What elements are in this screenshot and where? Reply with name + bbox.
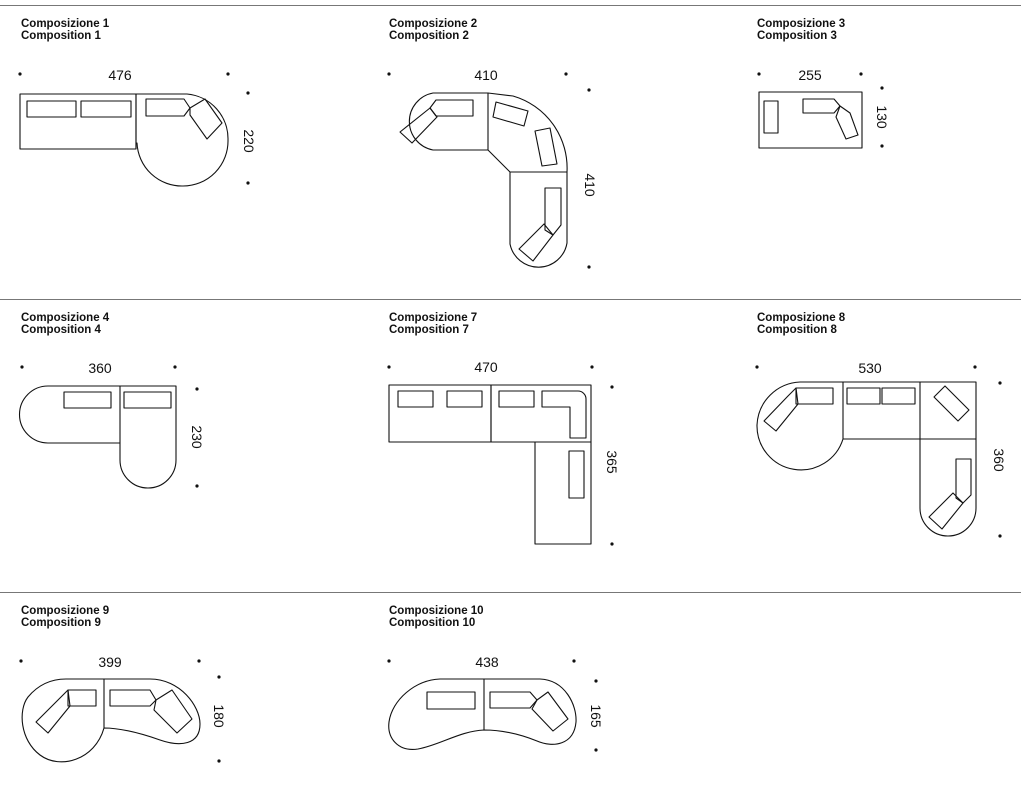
composition-3-title-en: Composition 3 (757, 30, 837, 42)
composition-10-width-label: 438 (475, 654, 499, 670)
composition-3-title: Composizione 3 Composition 3 (757, 18, 845, 42)
composition-8-plan: 530 360 (755, 360, 1007, 538)
composition-9-width-label: 399 (98, 654, 122, 670)
composition-9-depth-label: 180 (211, 704, 227, 728)
composition-1-dimension-marks: 476 220 (18, 67, 257, 185)
row-divider-1 (0, 299, 1021, 300)
top-divider (0, 5, 1021, 6)
composition-3-depth-label: 130 (874, 105, 890, 129)
composition-2-title-it: Composizione 2 (389, 18, 478, 30)
composition-8-dimension-marks: 530 360 (755, 360, 1007, 538)
composition-10-depth-label: 165 (588, 704, 604, 728)
composition-4-title-en: Composition 4 (21, 324, 101, 336)
composition-7-width-label: 470 (474, 359, 498, 375)
composition-2-dimension-marks: 410 410 (387, 67, 598, 269)
composition-2-plan: 410 410 (387, 67, 598, 269)
composition-7-plan: 470 365 (387, 359, 620, 546)
composition-4-width-label: 360 (88, 360, 112, 376)
composition-9-title-it: Composizione 9 (21, 605, 110, 617)
composition-7-dimension-marks: 470 365 (387, 359, 620, 546)
composition-10-title: Composizione 10 Composition 10 (389, 605, 484, 629)
composition-8-sofa-outline (756, 381, 977, 537)
composition-10-plan: 438 165 (387, 654, 604, 752)
composition-10-sofa-outline (388, 678, 577, 750)
composition-8-title-en: Composition 8 (757, 324, 837, 336)
composition-10-title-it: Composizione 10 (389, 605, 484, 617)
composition-7-depth-label: 365 (604, 450, 620, 474)
composition-2-title-en: Composition 2 (389, 30, 469, 42)
composition-10-dimension-marks: 438 165 (387, 654, 604, 752)
composition-1-title-it: Composizione 1 (21, 18, 110, 30)
composition-2-sofa-outline (399, 92, 568, 268)
composition-7-title: Composizione 7 Composition 7 (389, 312, 477, 336)
composition-9-plan: 399 180 (19, 654, 227, 763)
composition-1-title-en: Composition 1 (21, 30, 101, 42)
composition-2-depth-label: 410 (582, 173, 598, 197)
composition-7-title-en: Composition 7 (389, 324, 469, 336)
composition-3-width-label: 255 (798, 67, 822, 83)
composition-1-plan: 476 220 (18, 67, 257, 187)
composition-9-dimension-marks: 399 180 (19, 654, 227, 763)
composition-4-plan: 360 230 (19, 360, 205, 489)
composition-8-depth-label: 360 (991, 448, 1007, 472)
composition-4-sofa-outline (19, 385, 177, 489)
composition-8-title-it: Composizione 8 (757, 312, 846, 324)
composition-4-title: Composizione 4 Composition 4 (21, 312, 109, 336)
composition-3-sofa-outline (758, 91, 863, 149)
composition-9-sofa-outline (21, 678, 201, 763)
composition-7-sofa-outline (388, 384, 592, 545)
composition-4-title-it: Composizione 4 (21, 312, 110, 324)
composition-3-plan: 255 130 (757, 67, 890, 149)
composition-4-dimension-marks: 360 230 (20, 360, 205, 488)
composition-8-title: Composizione 8 Composition 8 (757, 312, 845, 336)
row-divider-2 (0, 592, 1021, 593)
composition-7-title-it: Composizione 7 (389, 312, 478, 324)
composition-2-title: Composizione 2 Composition 2 (389, 18, 477, 42)
composition-9-title: Composizione 9 Composition 9 (21, 605, 109, 629)
composition-3-dimension-marks: 255 130 (757, 67, 890, 148)
composition-8-width-label: 530 (858, 360, 882, 376)
composition-9-title-en: Composition 9 (21, 617, 101, 629)
composition-1-sofa-outline (19, 93, 229, 187)
composition-1-width-label: 476 (108, 67, 132, 83)
composition-10-title-en: Composition 10 (389, 617, 476, 629)
composition-4-depth-label: 230 (189, 425, 205, 449)
composition-1-depth-label: 220 (241, 129, 257, 153)
composition-1-title: Composizione 1 Composition 1 (21, 18, 109, 42)
composition-3-title-it: Composizione 3 (757, 18, 846, 30)
composition-2-width-label: 410 (474, 67, 498, 83)
